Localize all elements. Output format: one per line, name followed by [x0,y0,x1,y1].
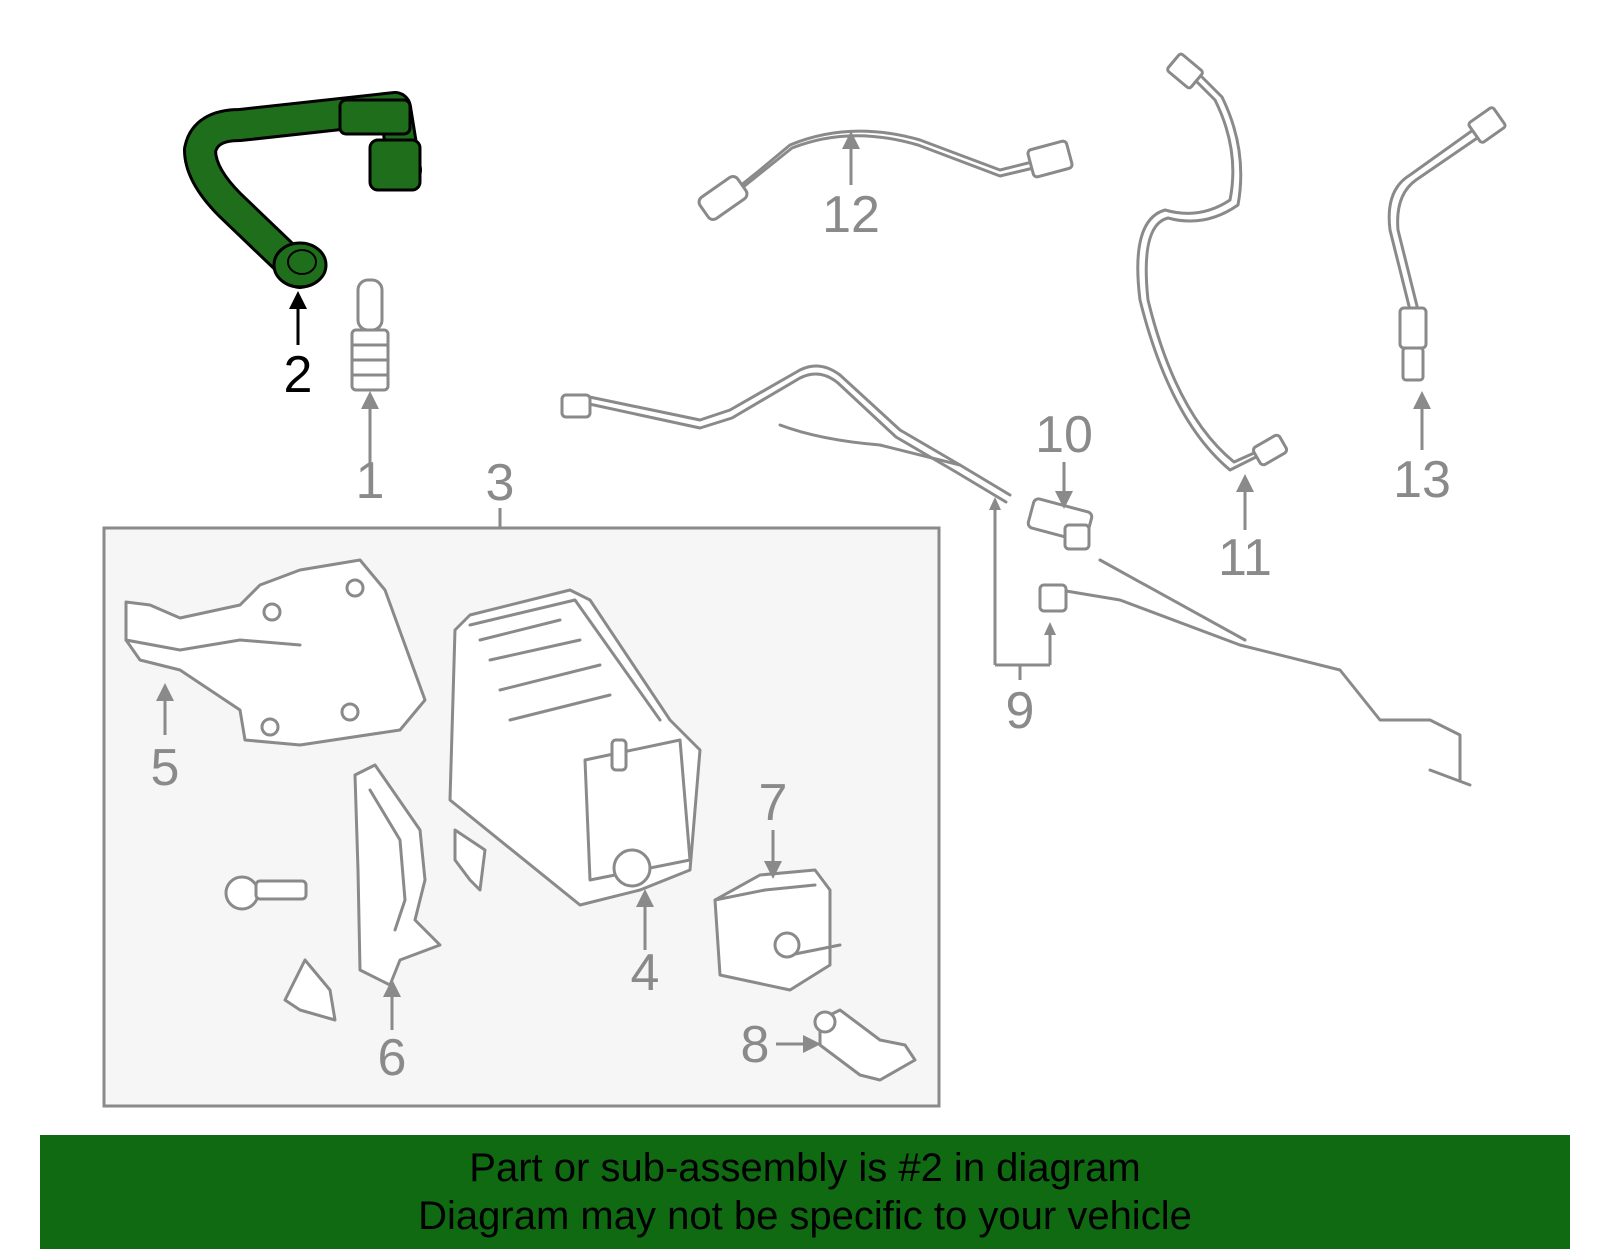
label-6: 6 [378,1029,407,1087]
part-9-harness[interactable] [560,364,1472,787]
banner-line-2: Diagram may not be specific to your vehi… [418,1194,1192,1238]
part-11-sensor[interactable] [1136,52,1289,472]
part-13-sensor[interactable] [1387,106,1507,382]
label-11: 11 [1218,529,1272,587]
label-13: 13 [1393,451,1451,509]
parts-diagram: 1 2 3 4 5 6 7 8 9 10 11 12 13 [102,52,1507,1108]
label-5: 5 [151,739,180,797]
label-7: 7 [759,774,788,832]
part-4-canister[interactable] [448,588,702,907]
part-12-sensor[interactable] [697,129,1074,222]
label-4: 4 [631,944,660,1002]
part-1-valve[interactable] [350,278,390,392]
part-7-solenoid[interactable] [713,868,842,992]
label-9: 9 [1006,682,1035,740]
label-2: 2 [284,346,313,404]
info-banner: Part or sub-assembly is #2 in diagram Di… [40,1135,1570,1249]
label-12: 12 [822,186,880,244]
clip[interactable] [283,958,337,1022]
bolt[interactable] [224,875,308,911]
banner-line-1: Part or sub-assembly is #2 in diagram [469,1146,1141,1190]
part-8-fitting[interactable] [813,1008,917,1082]
label-1: 1 [356,452,385,510]
label-3: 3 [486,454,515,512]
part-2-hose[interactable] [183,91,422,289]
part-6-bracket[interactable] [353,763,442,987]
part-5-shield[interactable] [124,558,427,747]
part-10-connector[interactable] [1026,497,1094,551]
label-8: 8 [741,1016,770,1074]
label-10: 10 [1035,406,1093,464]
